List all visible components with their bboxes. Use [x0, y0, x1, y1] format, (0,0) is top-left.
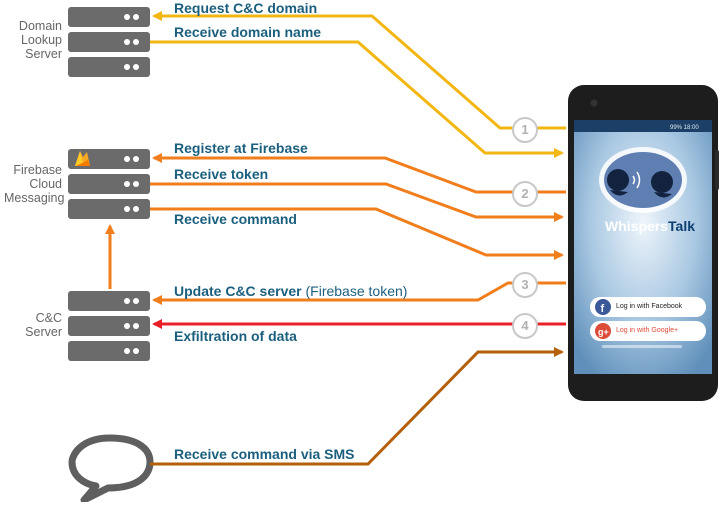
facebook-login-button[interactable]: f Log in with Facebook	[590, 297, 706, 317]
step-badge-2: 2	[512, 181, 538, 207]
label-update-cnc-note: (Firebase token)	[305, 283, 408, 299]
svg-text:f: f	[601, 303, 605, 315]
cnc-server-label: C&C Server	[25, 311, 62, 339]
firebase-server-label: Firebase Cloud Messaging	[4, 163, 65, 205]
google-login-label: Log in with Google+	[616, 327, 679, 334]
status-bar	[574, 120, 712, 132]
arrow-sms-command	[150, 347, 564, 466]
phone-status-text: 99% 18:00	[670, 125, 699, 131]
step-badge-4: 4	[512, 313, 538, 339]
app-name-part2: Talk	[668, 218, 695, 234]
domain-lookup-server-label: Domain Lookup Server	[18, 19, 62, 61]
label-register-firebase: Register at Firebase	[174, 140, 308, 156]
label-receive-sms: Receive command via SMS	[174, 446, 355, 462]
speech-bubble-icon	[68, 434, 154, 504]
facebook-icon: f	[595, 299, 611, 315]
label-receive-command: Receive command	[174, 211, 297, 227]
svg-text:g+: g+	[598, 327, 609, 337]
firebase-flame-icon	[75, 151, 90, 166]
label-request-domain: Request C&C domain	[174, 0, 318, 16]
arrow-receive-domain	[150, 40, 564, 158]
label-update-cnc: Update C&C server (Firebase token)	[174, 283, 407, 299]
label-exfiltration: Exfiltration of data	[174, 328, 297, 344]
label-receive-token: Receive token	[174, 166, 269, 182]
arrow-receive-token	[150, 182, 564, 222]
phone	[568, 85, 719, 401]
step-badge-3: 3	[512, 272, 538, 298]
cnc-server	[68, 291, 150, 361]
app-name: WhispersTalk	[600, 218, 700, 234]
google-plus-icon: g+	[595, 323, 611, 339]
google-login-button[interactable]: g+ Log in with Google+	[590, 321, 706, 341]
label-receive-domain: Receive domain name	[174, 24, 322, 40]
arrow-receive-command	[150, 207, 564, 260]
facebook-login-label: Log in with Facebook	[616, 303, 683, 310]
whisperstalk-logo-icon	[607, 169, 673, 198]
app-name-part1: Whispers	[605, 218, 669, 234]
step-badge-1: 1	[512, 117, 538, 143]
label-update-cnc-main: Update C&C server	[174, 283, 302, 299]
domain-lookup-server	[68, 7, 150, 77]
